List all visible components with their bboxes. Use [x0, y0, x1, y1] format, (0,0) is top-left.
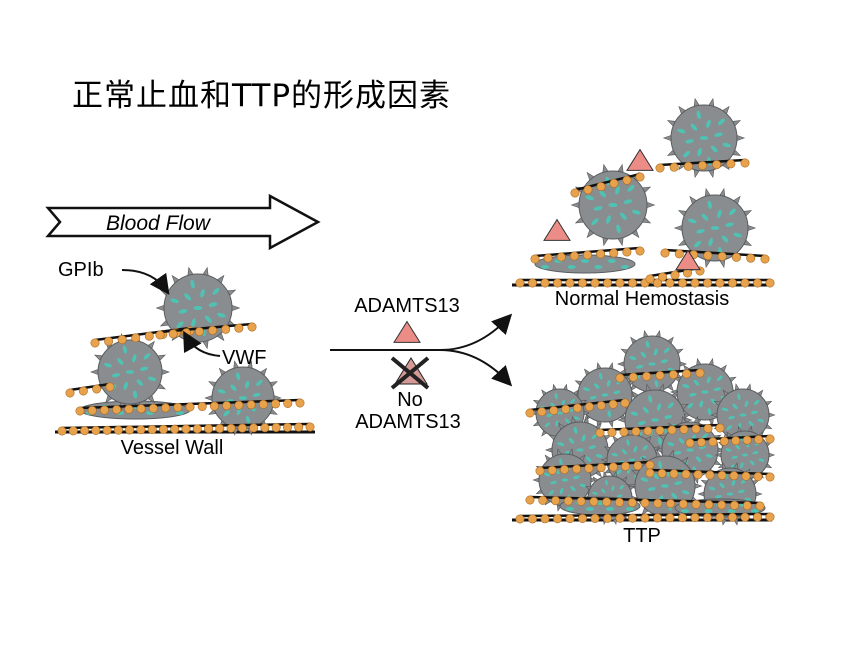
vwf-strand: [530, 246, 645, 264]
platelets: [79, 97, 776, 526]
vwf-strand: [685, 434, 775, 448]
vwf-strand: [615, 368, 705, 383]
vessel-wall-label: Vessel Wall: [121, 437, 224, 459]
vwf-strand: [75, 398, 305, 416]
vwf-label: VWF: [222, 347, 266, 369]
no-adamts13-label: ADAMTS13: [355, 411, 461, 433]
ttp-label: TTP: [623, 525, 661, 547]
adamts13-triangle: [393, 320, 421, 343]
vwf-strand: [525, 398, 630, 418]
vwf-strand: [515, 278, 775, 288]
vwf-strands: [57, 158, 775, 524]
gpib-pointer: [121, 269, 170, 295]
branch-arrows: [330, 313, 513, 387]
platelet: [90, 333, 170, 411]
platelet: [204, 360, 282, 436]
gpib-label: GPIb: [58, 259, 104, 281]
platelet: [662, 97, 746, 179]
adamts13-triangle: [543, 218, 571, 241]
normal-hemostasis-label: Normal Hemostasis: [555, 288, 729, 310]
vwf-strand: [57, 422, 315, 436]
vwf-pointer: [183, 330, 221, 357]
adamts13-markers: [393, 148, 701, 343]
adamts13-triangle: [675, 249, 701, 271]
vwf-strand: [525, 495, 765, 511]
adamts13-triangle: [626, 148, 654, 171]
vwf-strand: [535, 460, 655, 476]
vwf-strand: [655, 158, 750, 173]
page-title: 正常止血和TTP的形成因素: [72, 78, 452, 114]
platelet: [673, 187, 757, 269]
no-label: No: [397, 389, 423, 411]
adamts13-label: ADAMTS13: [354, 295, 460, 317]
vwf-strand: [595, 423, 725, 438]
vwf-strand: [65, 382, 115, 398]
platelet: [155, 266, 241, 350]
vwf-strand: [570, 172, 645, 198]
vwf-strand: [645, 468, 775, 482]
platelet: [570, 163, 656, 247]
blood-flow-arrow: Blood Flow: [45, 193, 321, 251]
vwf-strand: [645, 266, 705, 284]
vwf-strand: [515, 512, 775, 524]
blood-flow-label: Blood Flow: [106, 212, 212, 235]
blocked-adamts13-icon: [390, 356, 430, 390]
